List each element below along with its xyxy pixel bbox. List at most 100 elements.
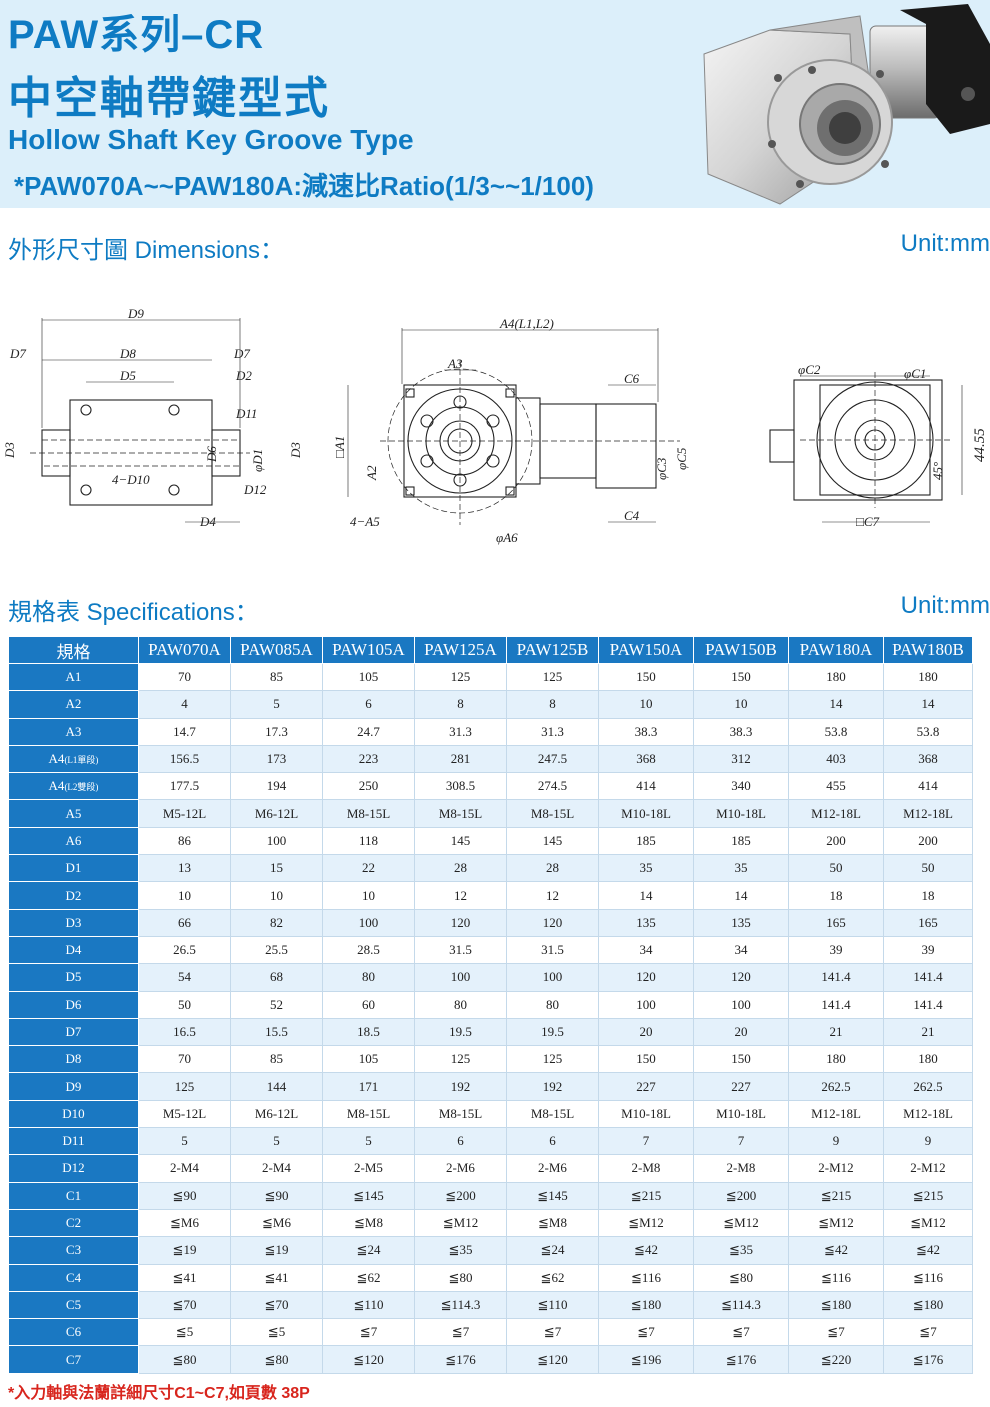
table-cell: 39 xyxy=(788,935,884,965)
table-cell: 14 xyxy=(598,881,694,910)
table-cell: 100 xyxy=(230,826,323,856)
table-cell: ≦62 xyxy=(506,1263,599,1292)
table-cell: 105 xyxy=(322,662,415,692)
table-cell: 50 xyxy=(138,990,231,1019)
table-cell: ≦176 xyxy=(693,1345,789,1374)
corner-cell: 規格 xyxy=(8,636,139,664)
table-cell: 34 xyxy=(598,935,694,965)
model-header: PAW150A xyxy=(598,636,694,664)
row-label: A2 xyxy=(8,690,139,719)
table-cell: 135 xyxy=(693,908,789,937)
table-cell: ≦19 xyxy=(138,1236,231,1265)
specifications-unit: Unit:mm xyxy=(900,592,990,619)
table-cell: 82 xyxy=(230,908,323,937)
row-label: D12 xyxy=(8,1154,139,1183)
table-cell: 14 xyxy=(788,690,884,719)
label-d9: D9 xyxy=(127,306,144,321)
table-cell: ≦5 xyxy=(230,1318,323,1347)
table-cell: 100 xyxy=(693,990,789,1019)
table-row: C7≦80≦80≦120≦176≦120≦196≦176≦220≦176 xyxy=(8,1345,973,1374)
model-header: PAW085A xyxy=(230,636,323,664)
model-header: PAW125A xyxy=(414,636,507,664)
table-cell: 80 xyxy=(414,990,507,1019)
table-cell: ≦62 xyxy=(322,1263,415,1292)
row-label: D2 xyxy=(8,881,139,910)
table-cell: 141.4 xyxy=(883,990,973,1019)
table-cell: 145 xyxy=(414,826,507,856)
table-row: C2≦M6≦M6≦M8≦M12≦M8≦M12≦M12≦M12≦M12 xyxy=(8,1208,973,1238)
table-cell: 200 xyxy=(788,826,884,856)
table-cell: 85 xyxy=(230,662,323,692)
table-cell: 13 xyxy=(138,854,231,883)
label-d5: D5 xyxy=(119,368,136,383)
label-44-55: 44.55 xyxy=(972,428,988,462)
model-header: PAW070A xyxy=(138,636,231,664)
table-cell: 200 xyxy=(883,826,973,856)
table-cell: 34 xyxy=(693,935,789,965)
table-cell: ≦41 xyxy=(230,1263,323,1292)
label-c7: □C7 xyxy=(856,514,880,529)
table-cell: ≦80 xyxy=(138,1345,231,1374)
table-cell: 150 xyxy=(598,1045,694,1074)
table-cell: 66 xyxy=(138,908,231,937)
label-45deg: 45° xyxy=(930,462,945,480)
table-cell: 18.5 xyxy=(322,1017,415,1047)
table-cell: M5-12L xyxy=(138,1099,231,1129)
table-cell: 2-M12 xyxy=(788,1154,884,1183)
label-c1: φC1 xyxy=(904,366,926,381)
type-title-en: Hollow Shaft Key Groove Type xyxy=(8,124,414,155)
table-row: C3≦19≦19≦24≦35≦24≦42≦35≦42≦42 xyxy=(8,1236,973,1265)
table-cell: ≦42 xyxy=(788,1236,884,1265)
table-cell: 274.5 xyxy=(506,772,599,801)
table-cell: 19.5 xyxy=(414,1017,507,1047)
table-cell: ≦7 xyxy=(322,1318,415,1347)
dimensions-title: 外形尺寸圖 Dimensions： xyxy=(8,237,285,264)
table-cell: M8-15L xyxy=(506,1099,599,1129)
table-cell: ≦19 xyxy=(230,1236,323,1265)
row-label: C3 xyxy=(8,1236,139,1265)
table-cell: 28.5 xyxy=(322,935,415,965)
table-cell: 31.5 xyxy=(414,935,507,965)
table-cell: 18 xyxy=(788,881,884,910)
table-row: C5≦70≦70≦110≦114.3≦110≦180≦114.3≦180≦180 xyxy=(8,1290,973,1320)
table-cell: M8-15L xyxy=(322,799,415,828)
table-cell: M6-12L xyxy=(230,799,323,828)
table-cell: 2-M12 xyxy=(883,1154,973,1183)
table-cell: 118 xyxy=(322,826,415,856)
series-title: PAW系列–CR xyxy=(8,13,265,57)
label-d7-left: D7 xyxy=(9,346,26,361)
table-cell: 7 xyxy=(598,1127,694,1156)
row-label: C2 xyxy=(8,1208,139,1238)
table-cell: 14.7 xyxy=(138,717,231,746)
table-cell: ≦7 xyxy=(598,1318,694,1347)
table-cell: 50 xyxy=(788,854,884,883)
table-cell: 8 xyxy=(414,690,507,719)
table-cell: 18 xyxy=(883,881,973,910)
model-header: PAW105A xyxy=(322,636,415,664)
table-cell: M8-15L xyxy=(414,1099,507,1129)
table-cell: 52 xyxy=(230,990,323,1019)
table-cell: 308.5 xyxy=(414,772,507,801)
table-cell: 156.5 xyxy=(138,744,231,774)
table-cell: 8 xyxy=(506,690,599,719)
table-cell: ≦145 xyxy=(506,1181,599,1210)
table-cell: ≦196 xyxy=(598,1345,694,1374)
table-cell: 165 xyxy=(883,908,973,937)
table-cell: ≦180 xyxy=(883,1290,973,1320)
table-cell: 180 xyxy=(788,1045,884,1074)
table-cell: 141.4 xyxy=(883,963,973,992)
table-cell: 16.5 xyxy=(138,1017,231,1047)
table-cell: 262.5 xyxy=(883,1072,973,1101)
table-cell: M12-18L xyxy=(883,799,973,828)
table-cell: 60 xyxy=(322,990,415,1019)
table-cell: 340 xyxy=(693,772,789,801)
table-cell: 21 xyxy=(883,1017,973,1047)
table-row: C1≦90≦90≦145≦200≦145≦215≦200≦215≦215 xyxy=(8,1181,973,1210)
table-cell: 100 xyxy=(322,908,415,937)
label-d11: D11 xyxy=(235,406,257,421)
